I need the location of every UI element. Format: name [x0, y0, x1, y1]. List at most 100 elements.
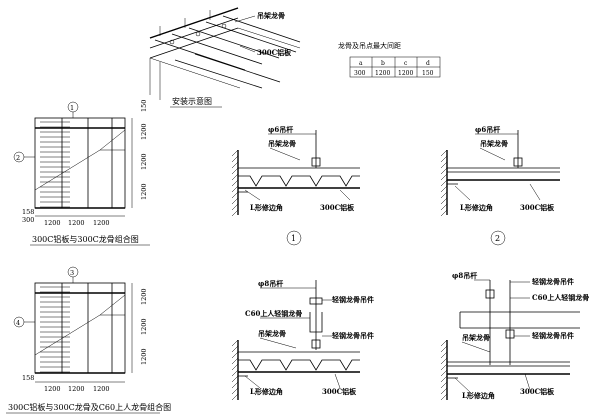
- table-value-c: 1200: [398, 70, 413, 77]
- plan1-callout-side: 2: [16, 154, 20, 162]
- wall-hatch-line: [231, 393, 239, 401]
- wall-hatch-line: [440, 185, 448, 193]
- plan2-callout-side: 4: [16, 319, 20, 327]
- wall-hatch-line: [440, 155, 448, 163]
- plan2-caption: 300C铝板与300C龙骨及C60上人龙骨组合图: [8, 402, 171, 412]
- wall-hatch-line: [231, 369, 239, 377]
- spacing-table: 龙骨及吊点最大间距 a b c d 300 1200 1200 150: [338, 41, 441, 78]
- plan1-dim-bottom-0: 1200: [44, 219, 61, 227]
- wall-hatch-line: [440, 161, 448, 169]
- sec3-label-c60: C60上人轻钢龙骨: [245, 309, 302, 318]
- wall-hatch-line: [231, 203, 239, 211]
- wall-hatch-line: [440, 209, 448, 217]
- wall-hatch-line: [440, 167, 448, 175]
- wall-hatch-line: [231, 387, 239, 395]
- sec3-label-panel: 300C铝板: [322, 387, 357, 396]
- wall-hatch-line: [231, 161, 239, 169]
- spacing-table-title: 龙骨及吊点最大间距: [338, 41, 401, 50]
- wall-hatch-line: [440, 345, 448, 353]
- plan1-dim-150: 150: [140, 100, 148, 112]
- wall-hatch-line: [231, 357, 239, 365]
- wall-hatch-line: [440, 357, 448, 365]
- sec4-label-clip2: 轻钢龙骨吊件: [532, 331, 574, 340]
- table-value-d: 150: [422, 70, 434, 77]
- wall-hatch-line: [231, 155, 239, 163]
- table-header-d: d: [426, 60, 430, 67]
- table-header-b: b: [381, 60, 385, 67]
- section-4: φ8吊杆 轻钢龙骨吊件 C60上人轻钢龙骨 轻钢龙骨吊件 吊架龙骨 L形修边角 …: [440, 271, 589, 401]
- wall-hatch-line: [231, 173, 239, 181]
- plan1-dim-300: 300: [22, 216, 34, 224]
- plan2-dim-bottom-0: 1200: [44, 385, 61, 393]
- wall-hatch-line: [440, 363, 448, 371]
- wall-hatch-line: [440, 339, 448, 347]
- sec1-label-hanger: 吊架龙骨: [268, 139, 296, 148]
- sec3-label-clip2: 轻钢龙骨吊件: [332, 331, 374, 340]
- sec3-label-rod: φ8吊杆: [258, 279, 283, 288]
- section-1: φ6吊杆 吊架龙骨 L形修边角 300C铝板 1: [231, 125, 360, 246]
- sec4-label-rod: φ8吊杆: [452, 271, 477, 280]
- wall-hatch-line: [231, 179, 239, 187]
- iso-label-panel: 300C铝板: [257, 48, 292, 57]
- sec4-label-hanger: 吊架龙骨: [462, 333, 490, 342]
- sec1-label-rod: φ6吊杆: [268, 125, 293, 134]
- wall-hatch-line: [231, 149, 239, 157]
- wall-hatch-line: [440, 381, 448, 389]
- section-2: φ6吊杆 吊架龙骨 L形修边角 300C铝板 2: [440, 125, 560, 246]
- wall-hatch-line: [231, 185, 239, 193]
- sec4-label-clip: 轻钢龙骨吊件: [532, 277, 574, 286]
- plan2-dim-1200-b: 1200: [140, 318, 148, 335]
- sec2-label-panel: 300C铝板: [520, 203, 555, 212]
- plan2-dim-1200-a: 1200: [140, 288, 148, 305]
- plan-1: 1 2 150 1200 1200 1200 158 300 1200 1200…: [13, 100, 150, 246]
- wall-hatch-line: [231, 375, 239, 383]
- table-value-a: 300: [354, 70, 366, 77]
- sec2-label-edge: L形修边角: [460, 203, 493, 212]
- sec4-label-edge: L形修边角: [462, 391, 495, 400]
- wall-hatch-line: [231, 363, 239, 371]
- plan1-dim-bottom-2: 1200: [93, 219, 110, 227]
- wall-hatch-line: [440, 149, 448, 157]
- wall-hatch-line: [440, 375, 448, 383]
- plan1-dim-158: 158: [22, 208, 34, 216]
- table-value-b: 1200: [375, 70, 390, 77]
- sec3-label-clip: 轻钢龙骨吊件: [332, 295, 374, 304]
- sec3-label-edge: L形修边角: [250, 387, 283, 396]
- plan2-dim-bottom-1: 1200: [68, 385, 85, 393]
- sec1-label-edge: L形修边角: [250, 203, 283, 212]
- wall-hatch-line: [231, 381, 239, 389]
- plan2-dim-bottom-2: 1200: [93, 385, 110, 393]
- sec2-label-rod: φ6吊杆: [475, 125, 500, 134]
- sec2-number: 2: [495, 234, 500, 243]
- plan1-dim-1200-c: 1200: [140, 183, 148, 200]
- table-header-a: a: [359, 60, 363, 67]
- iso-caption: 安装示意图: [172, 96, 212, 106]
- plan1-dim-1200-b: 1200: [140, 153, 148, 170]
- isometric-sketch: 吊架龙骨 300C铝板 安装示意图: [149, 7, 301, 108]
- wall-hatch-line: [231, 339, 239, 347]
- wall-hatch-line: [231, 167, 239, 175]
- wall-hatch-line: [231, 191, 239, 199]
- sec1-number: 1: [291, 234, 296, 243]
- wall-hatch-line: [440, 173, 448, 181]
- sec3-label-hanger: 吊架龙骨: [258, 329, 286, 338]
- sec1-label-panel: 300C铝板: [320, 203, 355, 212]
- wall-hatch-line: [231, 209, 239, 217]
- plan1-dim-bottom-1: 1200: [68, 219, 85, 227]
- plan1-dim-1200-a: 1200: [140, 123, 148, 140]
- plan2-dim-158: 158: [22, 374, 34, 382]
- sec4-label-c60: C60上人轻钢龙骨: [532, 293, 589, 302]
- wall-hatch-line: [440, 351, 448, 359]
- wall-hatch-line: [231, 345, 239, 353]
- wall-hatch-line: [440, 369, 448, 377]
- table-header-c: c: [404, 60, 408, 67]
- section-3: φ8吊杆 轻钢龙骨吊件 C60上人轻钢龙骨 吊架龙骨 轻钢龙骨吊件 L形修边角 …: [231, 279, 374, 401]
- wall-hatch-line: [231, 197, 239, 205]
- plan2-dim-1200-c: 1200: [140, 348, 148, 365]
- iso-label-hanger: 吊架龙骨: [257, 11, 285, 20]
- plan1-caption: 300C铝板与300C龙骨组合图: [32, 234, 139, 244]
- wall-hatch-line: [440, 387, 448, 395]
- wall-hatch-line: [440, 393, 448, 401]
- plan-2: 3 4 1200 1200 1200 158 1200 1200 1200 30…: [6, 266, 171, 414]
